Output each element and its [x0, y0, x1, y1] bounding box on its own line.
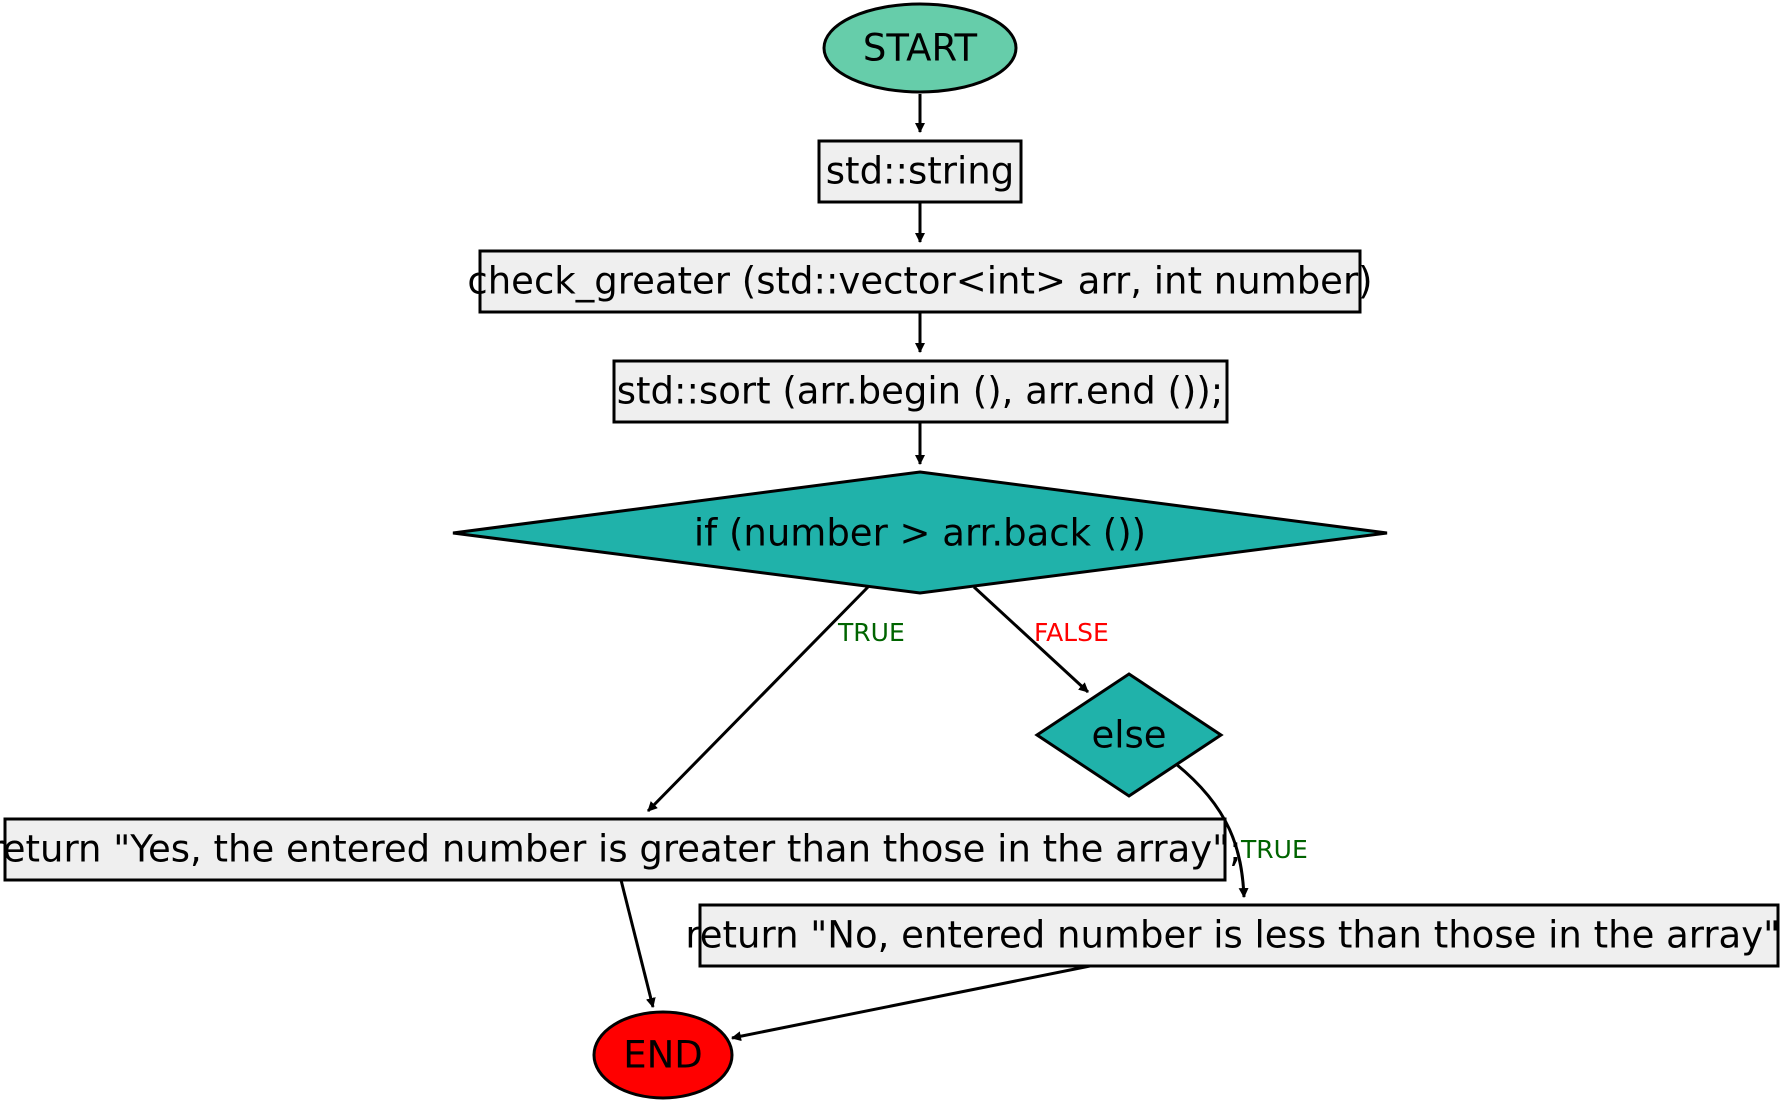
signature-label: check_greater (std::vector<int> arr, int…: [467, 260, 1372, 303]
start-node: START: [822, 2, 1018, 94]
sort-label: std::sort (arr.begin (), arr.end ());: [617, 370, 1224, 413]
edge-return-yes-to-end: [619, 879, 656, 1008]
return-type-label: std::string: [826, 150, 1014, 193]
else-node: else: [1034, 672, 1224, 798]
return-type-node: std::string: [817, 139, 1023, 204]
edge-label-false: FALSE: [1034, 618, 1109, 647]
edge-else-to-return-no: [1175, 762, 1249, 898]
edge-label-true-2: TRUE: [1240, 835, 1308, 864]
return-no-label: return "No, entered number is less than …: [685, 914, 1782, 957]
end-node: END: [592, 1010, 734, 1100]
edges: TRUE FALSE TRUE: [619, 94, 1308, 1042]
return-yes-node: return "Yes, the entered number is great…: [0, 817, 1242, 882]
condition-node: if (number > arr.back ()): [452, 470, 1388, 595]
return-yes-label: return "Yes, the entered number is great…: [0, 828, 1242, 871]
return-no-node: return "No, entered number is less than …: [685, 903, 1782, 968]
edge-condition-to-return-yes: [646, 585, 870, 813]
edge-return-no-to-end: [731, 964, 1091, 1042]
end-label: END: [623, 1034, 703, 1077]
edge-condition-to-else: [972, 585, 1090, 694]
start-label: START: [863, 27, 978, 70]
condition-label: if (number > arr.back ()): [694, 512, 1146, 555]
sort-node: std::sort (arr.begin (), arr.end ());: [612, 359, 1229, 424]
signature-node: check_greater (std::vector<int> arr, int…: [467, 249, 1373, 314]
else-label: else: [1091, 714, 1166, 757]
edge-label-true-1: TRUE: [837, 618, 905, 647]
